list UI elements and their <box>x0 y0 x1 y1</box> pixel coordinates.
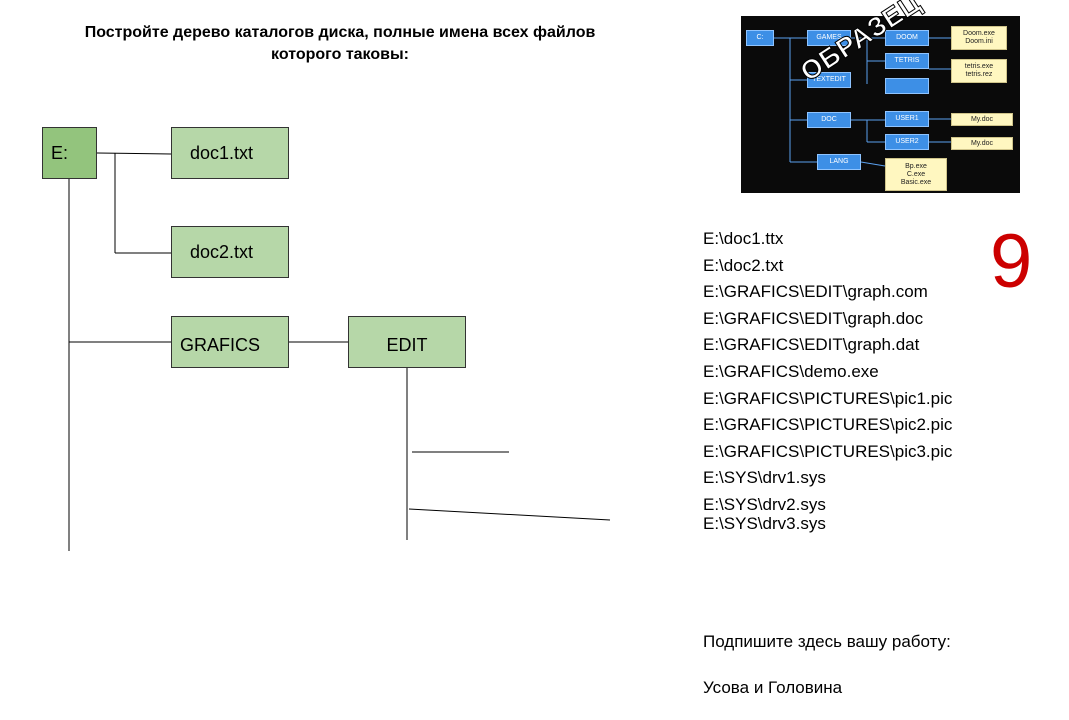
path-item: E:\SYS\drv3.sys <box>703 513 826 533</box>
doc1-label: doc1.txt <box>190 142 254 163</box>
path-item: E:\SYS\drv1.sys <box>703 468 826 488</box>
sample-doom-node: DOOM <box>885 30 929 46</box>
sample-lang-node: LANG <box>817 154 861 170</box>
edit-label: EDIT <box>386 334 428 355</box>
sample-tetris-files: tetris.exe tetris.rez <box>951 59 1007 83</box>
path-item: E:\doc2.txt <box>703 255 784 275</box>
path-list: E:\doc1.ttx E:\doc2.txt E:\GRAFICS\EDIT\… <box>703 226 952 537</box>
path-item: E:\GRAFICS\EDIT\graph.dat <box>703 335 920 355</box>
variant-number: 9 <box>990 219 1033 304</box>
grafics-node: GRAFICS <box>171 316 289 368</box>
root-label: E: <box>51 142 69 163</box>
path-item: E:\SYS\drv2.sys <box>703 494 826 514</box>
sign-prompt: Подпишите здесь вашу работу: <box>703 632 951 651</box>
grafics-label: GRAFICS <box>180 334 261 355</box>
doc2-label: doc2.txt <box>190 241 254 262</box>
path-item: E:\GRAFICS\EDIT\graph.doc <box>703 308 924 328</box>
path-item: E:\doc1.ttx <box>703 229 784 248</box>
authors: Усова и Головина <box>703 678 843 697</box>
root-node: E: <box>42 127 97 179</box>
sample-user2-node: USER2 <box>885 134 929 150</box>
sample-image: C: GAMES DOOM Doom.exe Doom.ini TETRIS t… <box>741 16 1020 193</box>
sample-c-node: C: <box>746 30 774 46</box>
path-item: E:\GRAFICS\PICTURES\pic1.pic <box>703 388 953 408</box>
sample-user2-file: My.doc <box>951 137 1013 150</box>
sample-tetris-node: TETRIS <box>885 53 929 69</box>
path-item: E:\GRAFICS\EDIT\graph.com <box>703 282 928 302</box>
task-title: Постройте дерево каталогов диска, полные… <box>84 24 596 63</box>
path-item: E:\GRAFICS\PICTURES\pic2.pic <box>703 415 953 435</box>
sample-textedit-node: TEXTEDIT <box>807 72 851 88</box>
edit-node: EDIT <box>348 316 466 368</box>
edit-branch-line-2 <box>408 508 611 521</box>
path-item: E:\GRAFICS\demo.exe <box>703 361 879 381</box>
sample-user1-node: USER1 <box>885 111 929 127</box>
path-item: E:\GRAFICS\PICTURES\pic3.pic <box>703 441 953 461</box>
sample-lang-files: Bp.exe C.exe Basic.exe <box>885 158 947 191</box>
root-to-doc1-line <box>96 152 172 155</box>
doc2-node: doc2.txt <box>171 226 289 278</box>
sample-connectors <box>774 37 951 167</box>
sample-games-node: GAMES <box>807 30 851 46</box>
sample-doom-files: Doom.exe Doom.ini <box>951 26 1007 50</box>
sample-user1-file: My.doc <box>951 113 1013 126</box>
sample-extra-node <box>885 78 929 94</box>
sample-doc-node: DOC <box>807 112 851 128</box>
doc1-node: doc1.txt <box>171 127 289 179</box>
